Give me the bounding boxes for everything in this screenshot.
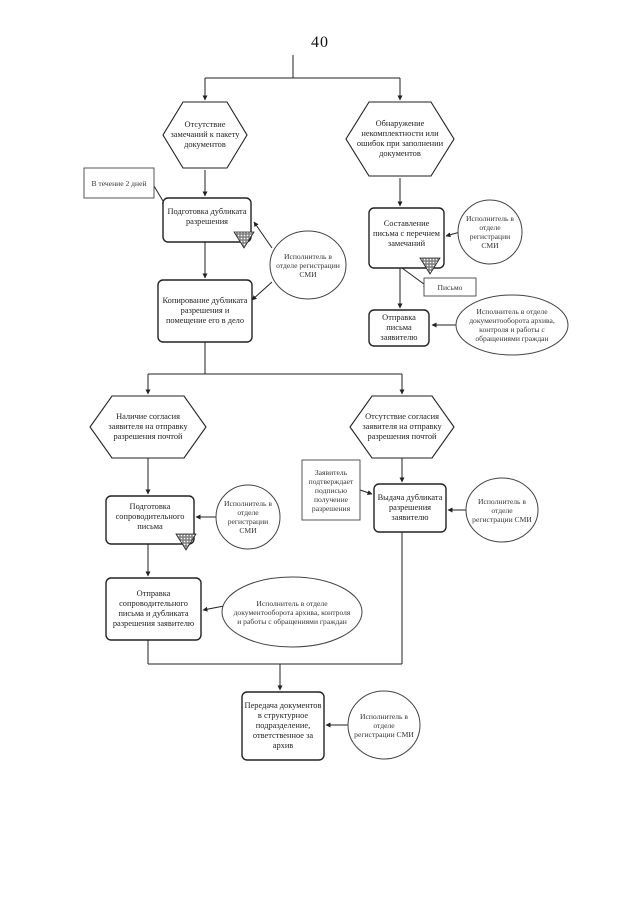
step-send-letter-applicant: Отправка письма заявителю (380, 313, 418, 342)
note-letter-doc: Письмо (437, 282, 463, 292)
decision-incomplete: Обнаружение некомплектности или ошибок п… (356, 119, 444, 158)
step-prepare-duplicate-box (162, 197, 252, 243)
decision-consent-shape (89, 395, 207, 459)
decision-no-remarks: Отсутствие замечаний к пакету документов (170, 120, 240, 149)
executor-archive-1-shape (455, 294, 569, 356)
note-deadline: В течение 2 дней (91, 178, 147, 188)
executor-registration-5: Исполнитель в отделе регистрации СМИ (354, 711, 414, 739)
note-deadline-box (83, 167, 155, 199)
note-letter-doc-box (423, 277, 477, 297)
decision-no-consent-shape (349, 395, 455, 459)
step-compose-letter-box (368, 207, 445, 269)
executor-registration-5-shape (347, 690, 421, 760)
executor-registration-2: Исполнитель в отделе регистрации СМИ (466, 214, 514, 250)
step-prepare-cover-letter-box (105, 495, 195, 545)
step-prepare-cover-letter: Подготовка сопроводительного письма (115, 502, 185, 531)
decision-consent-mail: Наличие согласия заявителя на отправку р… (108, 412, 188, 441)
decision-incomplete-shape (345, 101, 455, 177)
executor-archive-2: Исполнитель в отделе документооборота ар… (233, 598, 351, 626)
executor-registration-1-shape (269, 230, 347, 300)
step-issue-duplicate: Выдача дубликата разрешения заявителю (377, 493, 443, 522)
note-applicant-signs: Заявитель подтверждает подписью получени… (308, 467, 354, 513)
decision-no-remarks-shape (162, 101, 248, 169)
executor-registration-3: Исполнитель в отделе регистрации СМИ (224, 499, 272, 535)
executor-registration-4: Исполнитель в отделе регистрации СМИ (472, 496, 532, 524)
step-transfer-docs-box (241, 691, 325, 761)
executor-registration-4-shape (465, 477, 539, 543)
step-send-cover-letter-box (105, 577, 202, 641)
executor-registration-3-shape (215, 484, 281, 550)
decision-no-consent-mail: Отсутствие согласия заявителя на отправк… (362, 412, 442, 441)
document-triangle-icon (419, 257, 441, 275)
executor-registration-1: Исполнитель в отделе регистрации СМИ (276, 251, 340, 279)
step-compose-letter: Составление письма с перечнем замечаний (373, 219, 440, 248)
step-transfer-docs: Передача документов в структурное подраз… (244, 701, 322, 750)
document-triangle-icon (175, 533, 197, 551)
executor-registration-2-shape (457, 199, 523, 265)
executor-archive-1: Исполнитель в отделе документооборота ар… (469, 307, 555, 343)
step-copy-duplicate: Копирование дубликата разрешения и помещ… (162, 296, 248, 325)
note-applicant-signs-box (301, 459, 361, 521)
executor-archive-2-shape (221, 576, 363, 648)
document-triangle-icon (233, 231, 255, 249)
step-prepare-duplicate: Подготовка дубликата разрешения (167, 207, 247, 226)
step-send-cover-letter: Отправка сопроводительного письма и дубл… (112, 589, 195, 628)
step-send-letter-box (368, 309, 430, 347)
step-copy-duplicate-box (157, 279, 253, 343)
step-issue-duplicate-box (373, 483, 447, 533)
page-number: 40 (311, 34, 329, 51)
